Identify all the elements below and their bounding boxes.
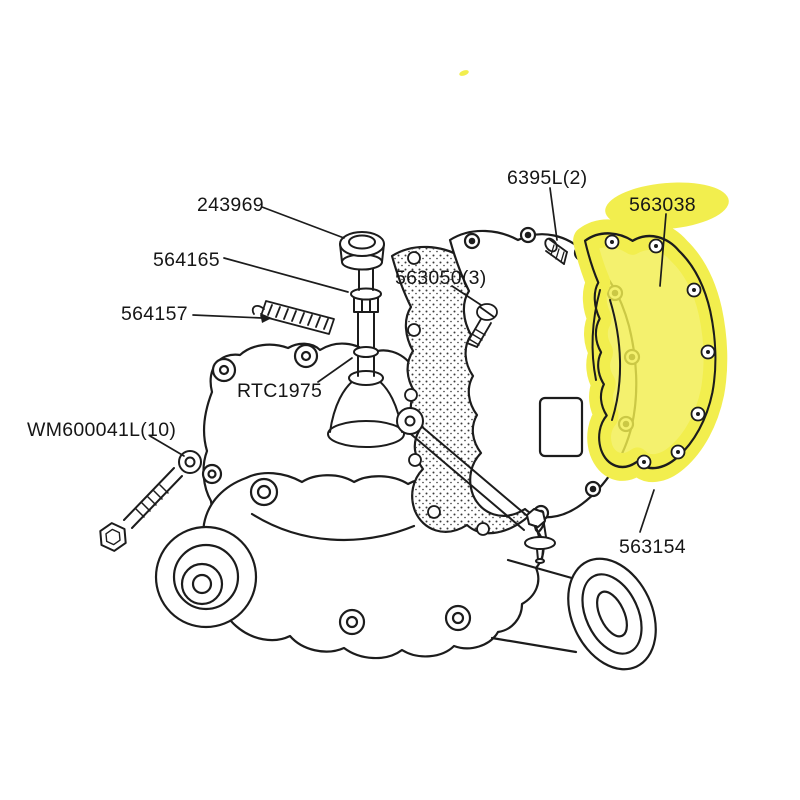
leader-563154 xyxy=(639,489,655,533)
spindle-washer xyxy=(350,287,382,301)
part-label-564157: 564157 xyxy=(121,303,188,325)
spindle-shaft xyxy=(357,309,375,377)
bypass-rod xyxy=(396,407,556,564)
leader-243969 xyxy=(261,206,345,239)
rod-lines xyxy=(405,419,533,531)
leader-564157 xyxy=(192,314,263,319)
leader-563050 xyxy=(451,285,482,306)
part-label-6395l: 6395L(2) xyxy=(507,167,588,189)
tower-top xyxy=(348,370,384,386)
rod-bolt-shaft xyxy=(535,523,547,538)
leader-564165 xyxy=(223,257,349,293)
clip-tail xyxy=(251,305,265,315)
tower-base xyxy=(327,420,405,448)
part-label-rtc1975: RTC1975 xyxy=(237,380,323,402)
spindle-collar xyxy=(353,346,379,358)
backplate-bolt-bosses xyxy=(201,343,319,485)
rod-bolt-tip xyxy=(536,548,544,561)
leader-564157-arrowhead xyxy=(260,313,272,323)
pulley-boss xyxy=(154,525,258,629)
leader-wm600041l xyxy=(149,435,185,457)
spindle-and-cap-assembly xyxy=(327,231,405,448)
part-label-563038-highlighted: 563038 xyxy=(629,194,696,216)
part-label-564165: 564165 xyxy=(153,249,220,271)
bolt-hex-head xyxy=(99,522,127,552)
mounting-bolt xyxy=(99,450,202,552)
cap-dome-inner xyxy=(348,234,376,250)
leader-lines xyxy=(149,187,667,533)
stray-highlight-mark xyxy=(459,70,469,76)
screw-slot xyxy=(479,306,495,318)
clip-hatching xyxy=(267,304,329,330)
outer-cover-bolt-holes xyxy=(604,234,716,470)
screw-tip xyxy=(466,342,478,348)
outer-cover-highlighted xyxy=(585,233,715,468)
part-label-563050: 563050(3) xyxy=(395,267,487,289)
outlet-pipe xyxy=(490,557,657,671)
part-label-563154: 563154 xyxy=(619,536,686,558)
outer-cover-inner-line-2 xyxy=(591,289,601,381)
rod-bolt-head xyxy=(526,508,546,528)
bolt-threads xyxy=(135,484,169,518)
rod-bolt-washer xyxy=(524,536,556,550)
bolt-hex-head-inner xyxy=(105,528,121,546)
part-label-243969: 243969 xyxy=(197,194,264,216)
label-highlight-blob xyxy=(605,182,729,230)
part-label-wm600041l: WM600041L(10) xyxy=(27,419,177,441)
pump-body-contour xyxy=(250,512,416,542)
stud-threads xyxy=(550,244,565,263)
outer-cover-inner-line xyxy=(609,299,621,421)
body-bolt-bosses xyxy=(338,604,472,636)
bolt-shaft xyxy=(123,467,183,529)
leader-rtc1975 xyxy=(317,357,353,383)
screw-threads xyxy=(468,328,486,346)
hose-clip xyxy=(251,300,335,335)
stud-tip xyxy=(563,251,568,265)
leader-6395l xyxy=(549,187,558,241)
cover-stud xyxy=(544,237,568,265)
inner-cover-cutout xyxy=(538,396,584,458)
highlight-marks xyxy=(459,70,729,230)
leader-563038 xyxy=(659,213,667,287)
filler-plug xyxy=(249,477,279,507)
cover-screw xyxy=(466,303,498,348)
